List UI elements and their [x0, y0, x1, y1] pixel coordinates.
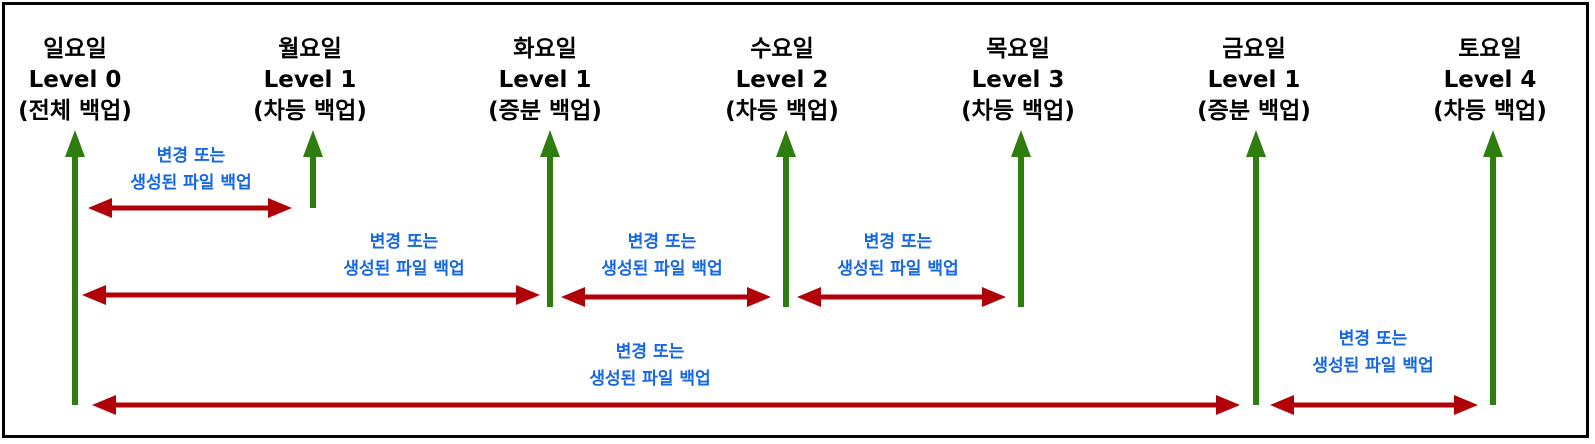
day-name: 월요일 [278, 36, 342, 62]
span-note-line1: 변경 또는 [156, 146, 226, 166]
day-name: 화요일 [513, 36, 577, 62]
span-note-sun-mon: 변경 또는 생성된 파일 백업 [71, 143, 311, 197]
day-label-thu: 목요일 Level 3 (차등 백업) [918, 34, 1118, 127]
day-arrowhead-wed [776, 130, 796, 157]
day-level: Level 1 [263, 67, 357, 93]
day-name: 토요일 [1458, 36, 1522, 62]
day-name: 목요일 [986, 36, 1050, 62]
span-arrowhead-left [82, 285, 106, 305]
span-arrowhead-right [747, 287, 771, 307]
day-label-wed: 수요일 Level 2 (차등 백업) [682, 34, 882, 127]
span-note-line1: 변경 또는 [369, 232, 439, 252]
day-level: Level 1 [1207, 67, 1301, 93]
day-arrowhead-sat [1483, 130, 1503, 157]
span-arrowhead-left [92, 395, 116, 415]
span-arrowhead-right [1454, 395, 1478, 415]
day-label-sun: 일요일 Level 0 (전체 백업) [0, 34, 175, 127]
span-note-line1: 변경 또는 [863, 232, 933, 252]
day-label-sat: 토요일 Level 4 (차등 백업) [1390, 34, 1590, 127]
span-arrowhead-right [1216, 395, 1240, 415]
span-arrowhead-left [1270, 395, 1294, 415]
span-note-line2: 생성된 파일 백업 [601, 259, 723, 279]
span-arrowhead-left [797, 287, 821, 307]
day-arrowhead-sun [65, 130, 85, 157]
span-note-sun-fri: 변경 또는 생성된 파일 백업 [530, 339, 770, 393]
day-level: Level 4 [1443, 67, 1537, 93]
day-label-mon: 월요일 Level 1 (차등 백업) [210, 34, 410, 127]
span-arrowhead-left [88, 198, 112, 218]
span-note-line2: 생성된 파일 백업 [343, 259, 465, 279]
day-level: Level 0 [28, 67, 122, 93]
span-note-line1: 변경 또는 [627, 232, 697, 252]
span-arrowhead-right [268, 198, 292, 218]
day-name: 일요일 [43, 36, 107, 62]
span-note-line1: 변경 또는 [1338, 329, 1408, 349]
day-backup-type: (증분 백업) [488, 98, 602, 124]
span-arrowhead-right [516, 285, 540, 305]
day-backup-type: (차등 백업) [253, 98, 367, 124]
span-arrowhead-right [982, 287, 1006, 307]
day-backup-type: (차등 백업) [1433, 98, 1547, 124]
day-name: 금요일 [1222, 36, 1286, 62]
span-note-line2: 생성된 파일 백업 [130, 173, 252, 193]
span-arrowhead-left [561, 287, 585, 307]
span-note-fri-sat: 변경 또는 생성된 파일 백업 [1253, 326, 1493, 380]
day-backup-type: (증분 백업) [1197, 98, 1311, 124]
day-label-fri: 금요일 Level 1 (증분 백업) [1154, 34, 1354, 127]
span-note-line2: 생성된 파일 백업 [589, 369, 711, 389]
day-backup-type: (차등 백업) [725, 98, 839, 124]
day-label-tue: 화요일 Level 1 (증분 백업) [445, 34, 645, 127]
span-note-sun-tue: 변경 또는 생성된 파일 백업 [284, 229, 524, 283]
span-note-tue-wed: 변경 또는 생성된 파일 백업 [542, 229, 782, 283]
day-arrowhead-fri [1246, 130, 1266, 157]
diagram-frame [2, 2, 1589, 438]
day-arrowhead-mon [303, 130, 323, 157]
day-level: Level 2 [735, 67, 829, 93]
day-backup-type: (차등 백업) [961, 98, 1075, 124]
day-level: Level 1 [498, 67, 592, 93]
span-note-line2: 생성된 파일 백업 [1312, 356, 1434, 376]
span-note-line2: 생성된 파일 백업 [837, 259, 959, 279]
span-note-wed-thu: 변경 또는 생성된 파일 백업 [778, 229, 1018, 283]
day-name: 수요일 [750, 36, 814, 62]
span-note-line1: 변경 또는 [615, 342, 685, 362]
day-arrowhead-tue [540, 130, 560, 157]
day-arrowhead-thu [1011, 130, 1031, 157]
day-level: Level 3 [971, 67, 1065, 93]
day-backup-type: (전체 백업) [18, 98, 132, 124]
